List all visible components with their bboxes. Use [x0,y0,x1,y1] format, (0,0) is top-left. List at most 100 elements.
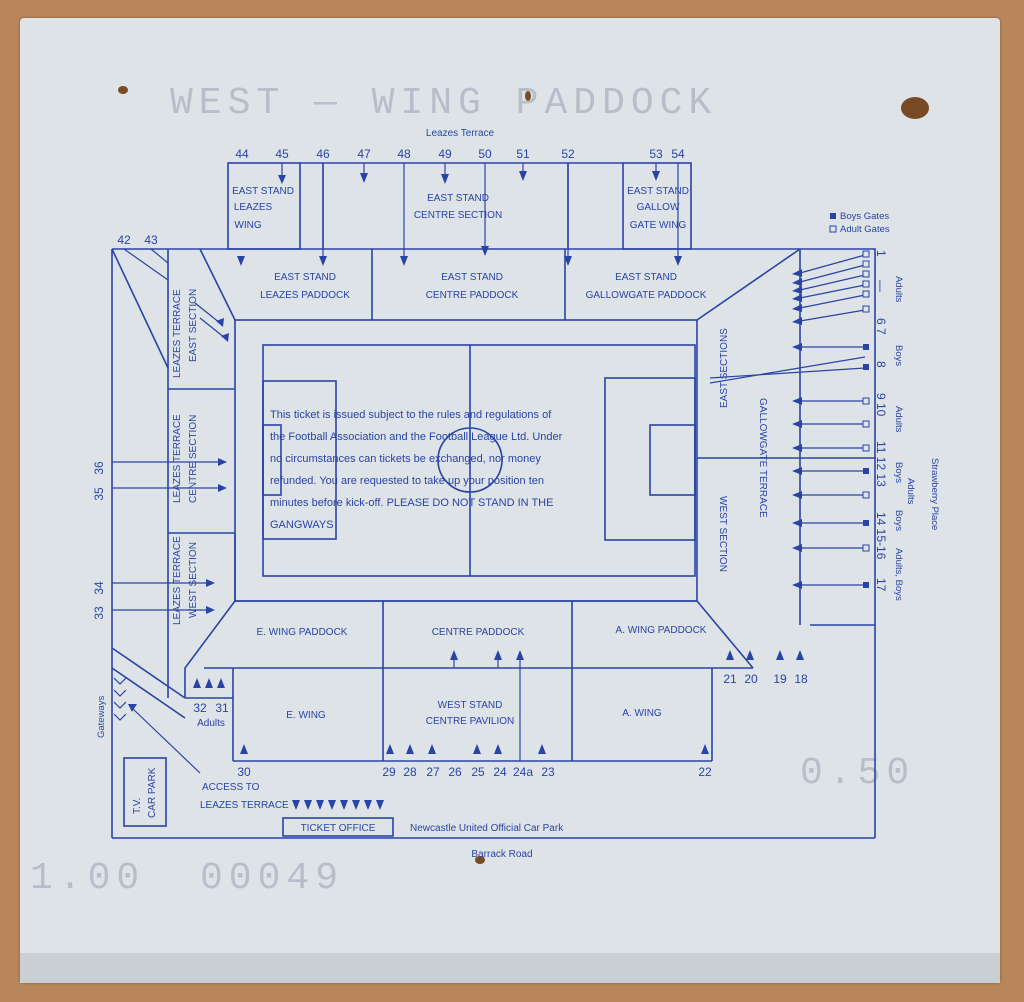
gate-49: 49 [438,147,452,161]
gate-25: 25 [471,765,485,779]
gate-34: 34 [92,581,106,595]
leazes-east-1: LEAZES TERRACE [172,289,183,378]
pitch [262,344,696,577]
ghost-price: 0.50 [800,752,915,795]
east-centre-paddock-1: EAST STAND [441,272,503,283]
gate-44: 44 [235,147,249,161]
gate-22: 22 [698,765,712,779]
access-2: LEAZES TERRACE [200,800,289,811]
gate-21: 21 [723,672,737,686]
stain-mark-3 [475,856,485,864]
gate-53: 53 [649,147,663,161]
right-row-1: 1 [874,250,888,257]
top-gate-arrows [237,163,682,266]
conditions-line-4: refunded. You are requested to take up y… [270,475,544,487]
west-stand-1: WEST STAND [438,700,503,711]
tv-car-park-2: CAR PARK [147,767,158,818]
east-gallowgate-paddock-1: EAST STAND [615,272,677,283]
car-park-label: Newcastle United Official Car Park [410,823,564,834]
adult-gate-arrows [193,678,225,688]
gateways-label: Gateways [96,696,107,738]
tv-car-park-box [123,757,167,827]
conditions-line-3: no circumstances can tickets be exchange… [270,453,541,465]
gate-54: 54 [671,147,685,161]
gate-36: 36 [92,461,106,475]
east-leazes-wing-2: LEAZES [234,202,273,213]
group-adults-3: Adults [905,478,916,505]
gate-42: 42 [117,233,131,247]
street-top: Leazes Terrace [426,128,495,139]
east-gallowgate-paddock-2: GALLOWGATE PADDOCK [586,290,707,301]
group-adults-boys: Adults, Boys [893,548,904,601]
torn-edge [20,953,1000,983]
bottom-gate-numbers: 30 29 28 27 26 25 24 24a 23 22 [237,765,712,779]
stadium-outline [111,248,876,839]
east-leazes-wing-1: EAST STAND [232,186,294,197]
group-adults-1: Adults [893,276,904,303]
gate-31: 31 [215,701,229,715]
right-row-6: 11 12 13 [874,441,888,487]
east-leazes-paddock-1: EAST STAND [274,272,336,283]
conditions-line-2: the Football Association and the Footbal… [270,431,563,443]
east-centre-section-2: CENTRE SECTION [414,210,502,221]
gate-18: 18 [794,672,808,686]
e-wing-paddock: E. WING PADDOCK [257,627,348,638]
gate-45: 45 [275,147,289,161]
tv-car-park-1: T.V. [132,798,143,814]
e-wing: E. WING [286,710,326,721]
centre-paddock: CENTRE PADDOCK [432,627,525,638]
gate-50: 50 [478,147,492,161]
west-stand-2: CENTRE PAVILION [426,716,515,727]
gate-23: 23 [541,765,555,779]
stain-mark-2 [525,91,531,101]
right-row-8: 17 [874,578,888,592]
ghost-serial: 00049 [200,857,344,900]
west-section: WEST SECTION [717,496,728,572]
a-wing-paddock: A. WING PADDOCK [616,625,707,636]
gate-19: 19 [773,672,787,686]
ticket-office-chevrons [292,800,384,810]
conditions-line-6: GANGWAYS [270,519,334,531]
gate-46: 46 [316,147,330,161]
adult-gate-icon [829,225,837,233]
gallowgate-terrace: GALLOWGATE TERRACE [757,398,768,518]
gate-43: 43 [144,233,158,247]
gate-52: 52 [561,147,575,161]
stadium-map: WEST — WING PADDOCK 00049 0.50 1.00 Leaz… [20,82,1000,983]
street-bottom: Barrack Road [471,849,532,860]
gate-33: 33 [92,606,106,620]
gate-24: 24 [493,765,507,779]
right-row-5: 9 10 [874,393,888,417]
group-boys-1: Boys [893,345,904,366]
east-leazes-paddock-2: LEAZES PADDOCK [260,290,350,301]
conditions-line-1: This ticket is issued subject to the rul… [270,409,552,421]
right-row-7: 14 15-16 [874,512,888,560]
gate-20: 20 [744,672,758,686]
right-gate-squares [862,250,870,588]
street-right: Strawberry Place [929,458,940,530]
east-leazes-wing-3: WING [234,220,261,231]
legend-boys: Boys Gates [840,211,889,222]
right-row-2: — [874,280,888,292]
east-gallow-2: GALLOW [637,202,680,213]
a-wing: A. WING [622,708,662,719]
gate-26: 26 [448,765,462,779]
east-gallow-1: EAST STAND [627,186,689,197]
conditions-text: This ticket is issued subject to the rul… [270,409,563,531]
right-gate-numbers: 1 — 6 7 8 9 10 11 12 13 14 15-16 17 [874,250,888,592]
right-row-3: 6 7 [874,318,888,335]
ticket-office-box [282,817,394,837]
ghost-price-2: 1.00 [30,857,145,900]
gate-47: 47 [357,147,371,161]
right-row-4: 8 [874,361,888,368]
leazes-centre-1: LEAZES TERRACE [172,414,183,503]
gate-27: 27 [426,765,440,779]
legend-adults: Adult Gates [840,224,890,235]
leazes-centre-2: CENTRE SECTION [188,415,199,503]
east-centre-paddock-2: CENTRE PADDOCK [426,290,519,301]
adults-label: Adults [197,718,225,729]
east-stand-upper [227,162,692,250]
right-gate-groups: Adults Boys Adults Boys Adults Boys Adul… [893,276,916,601]
punch-hole [901,97,929,119]
